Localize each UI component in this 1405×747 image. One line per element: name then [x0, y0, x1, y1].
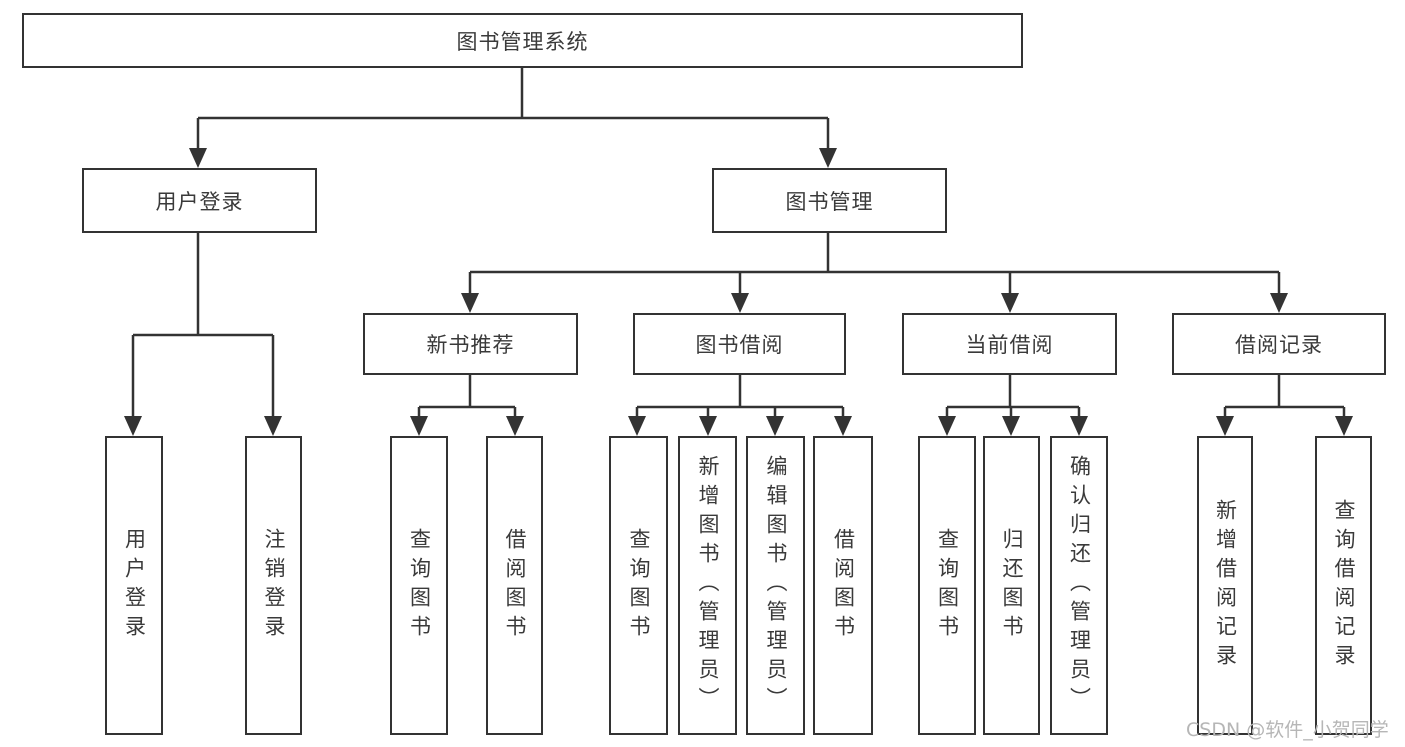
leaf-label: 编辑图书（管理员） [764, 455, 788, 716]
leaf-label: 新增图书（管理员） [696, 455, 720, 716]
leaf-query-borrow-record: 查询借阅记录 [1315, 436, 1372, 735]
leaf-query-books-current: 查询图书 [918, 436, 976, 735]
node-user-login: 用户登录 [82, 168, 317, 233]
connector-book-management-children [461, 233, 1288, 313]
node-label: 当前借阅 [965, 333, 1054, 357]
node-label: 用户登录 [155, 189, 244, 214]
leaf-label: 新增借阅记录 [1213, 498, 1238, 673]
connector-root-to-level2 [189, 68, 837, 168]
leaf-label: 查询图书 [627, 527, 651, 644]
leaf-label: 查询图书 [935, 527, 960, 644]
leaf-label: 查询借阅记录 [1332, 498, 1356, 673]
csdn-watermark: CSDN @软件_小贺同学 [1186, 719, 1389, 741]
node-label: 新书推荐 [426, 333, 515, 357]
node-current-borrow: 当前借阅 [902, 313, 1117, 375]
leaf-confirm-return-admin: 确认归还（管理员） [1050, 436, 1108, 735]
leaf-label: 归还图书 [1000, 527, 1024, 644]
leaf-user-login: 用户登录 [105, 436, 163, 735]
node-book-management: 图书管理 [712, 168, 947, 233]
leaf-edit-books-admin: 编辑图书（管理员） [746, 436, 805, 735]
leaf-query-books-borrow: 查询图书 [609, 436, 668, 735]
connector-current-borrow-children [938, 375, 1088, 436]
node-label: 图书管理系统 [456, 29, 589, 54]
node-borrow-records: 借阅记录 [1172, 313, 1386, 375]
leaf-add-borrow-record: 新增借阅记录 [1197, 436, 1253, 735]
leaf-label: 借阅图书 [831, 527, 856, 644]
connector-book-borrow-children [628, 375, 852, 436]
leaf-add-books-admin: 新增图书（管理员） [678, 436, 737, 735]
leaf-logout-login: 注销登录 [245, 436, 302, 735]
connector-user-login-children [124, 233, 282, 436]
connector-new-book-recommend-children [410, 375, 524, 436]
leaf-label: 用户登录 [122, 527, 147, 644]
connector-borrow-records-children [1216, 375, 1353, 436]
node-label: 借阅记录 [1235, 333, 1323, 357]
leaf-label: 查询图书 [407, 527, 432, 644]
leaf-label: 借阅图书 [503, 527, 527, 644]
node-book-borrow: 图书借阅 [633, 313, 846, 375]
leaf-query-books-recommend: 查询图书 [390, 436, 448, 735]
leaf-label: 注销登录 [262, 527, 286, 644]
node-library-management-system: 图书管理系统 [22, 13, 1023, 68]
leaf-label: 确认归还（管理员） [1067, 455, 1092, 716]
leaf-return-books: 归还图书 [983, 436, 1040, 735]
node-new-book-recommend: 新书推荐 [363, 313, 578, 375]
node-label: 图书借阅 [695, 333, 784, 357]
node-label: 图书管理 [785, 189, 874, 214]
leaf-borrow-books-borrow: 借阅图书 [813, 436, 873, 735]
leaf-borrow-books-recommend: 借阅图书 [486, 436, 543, 735]
